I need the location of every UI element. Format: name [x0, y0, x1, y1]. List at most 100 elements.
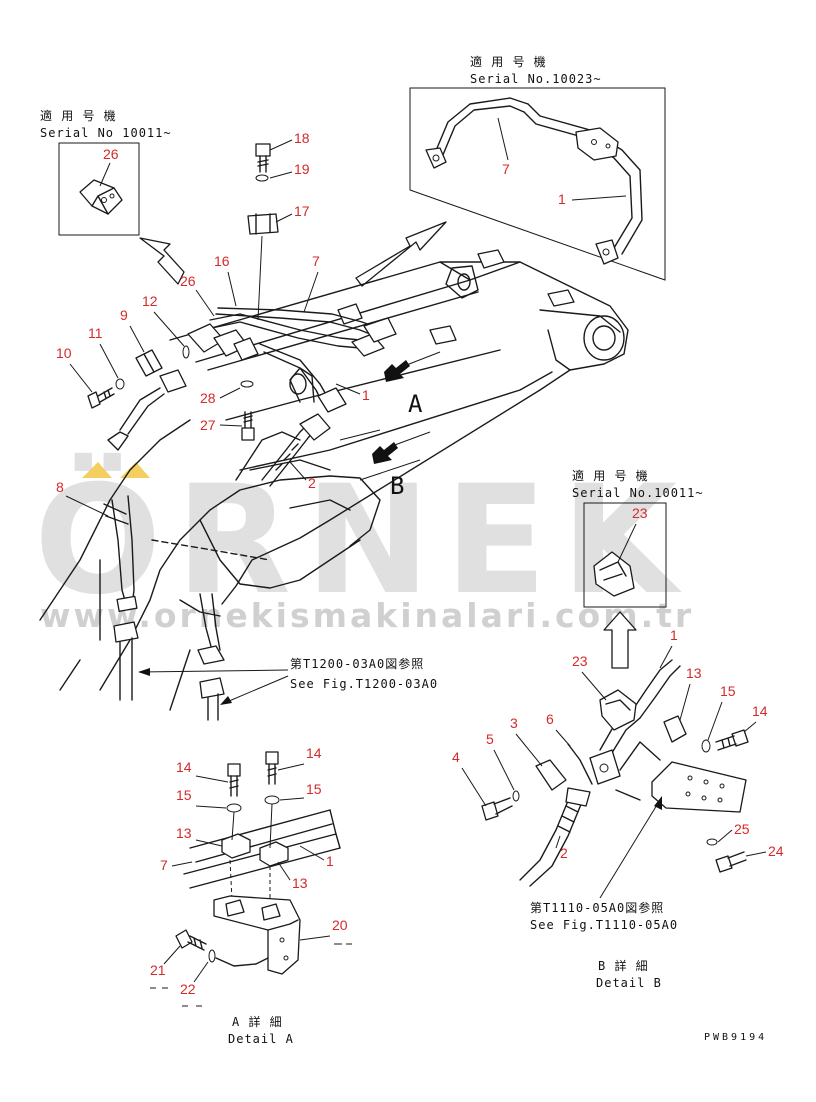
b-ring-6: [567, 743, 593, 785]
bracket-23-drawing: [593, 551, 635, 597]
boom-outline: [169, 261, 629, 605]
b-callout-14: 14: [752, 703, 768, 719]
detail-a: 14 14 15 15 13 13 7 1 20 21 22 A 詳 細 Det…: [150, 745, 352, 1046]
callout-2-main: 2: [308, 475, 316, 491]
callout-23-box: 23: [632, 505, 648, 521]
pipe-1-main: [209, 313, 361, 349]
washer-19: [255, 174, 269, 182]
reference-t1200: 第T1200-03A0図参照 See Fig.T1200-03A0: [138, 656, 438, 705]
b-bolt-4: [481, 801, 499, 821]
a-callout-15-right: 15: [306, 781, 322, 797]
serial-box-top-right: [409, 87, 666, 281]
serial-note-top-right: 適 用 号 機 Serial No.10023~ 7 1: [409, 54, 666, 281]
callout-1-top: 1: [558, 191, 566, 207]
drawing-code: PWB9194: [704, 1032, 767, 1043]
b-callout-2: 2: [560, 845, 568, 861]
view-arrow-b: [372, 442, 398, 464]
serial-note-top-left-serial: Serial No 10011~: [40, 126, 172, 140]
b-callout-1: 1: [670, 627, 678, 643]
b-callout-4: 4: [452, 749, 460, 765]
callout-10: 10: [56, 345, 72, 361]
detail-a-label-jp: A 詳 細: [232, 1014, 283, 1029]
callout-7-main: 7: [312, 253, 320, 269]
b-callout-23: 23: [572, 653, 588, 669]
detail-b-label-jp: B 詳 細: [598, 958, 649, 973]
detail-a-label-en: Detail A: [228, 1032, 294, 1046]
reference-t1110-en: See Fig.T1110-05A0: [530, 918, 678, 932]
a-callout-13-right: 13: [292, 875, 308, 891]
b-bolt-14: [731, 729, 749, 747]
arrow-to-serial-box-mid: [603, 611, 637, 669]
pipe-7-drawing: [431, 97, 529, 163]
clamp-17-drawing: [247, 213, 279, 235]
callout-19: 19: [294, 161, 310, 177]
a-callout-14-right: 14: [306, 745, 322, 761]
callout-16: 16: [214, 253, 230, 269]
callout-1-main: 1: [362, 387, 370, 403]
callout-12: 12: [142, 293, 158, 309]
callout-26-main: 26: [180, 273, 196, 289]
serial-note-top-left-jp: 適 用 号 機: [40, 108, 117, 123]
b-callout-15: 15: [720, 683, 736, 699]
a-callout-13-left: 13: [176, 825, 192, 841]
reference-t1200-en: See Fig.T1200-03A0: [290, 677, 438, 691]
view-label-a: A: [408, 390, 423, 418]
a-callout-14-left: 14: [176, 759, 192, 775]
reference-t1110-jp: 第T1110-05A0図参照: [530, 900, 664, 915]
b-clamp-23: [599, 689, 637, 731]
detail-b: 1 13 23 15 14 3 6 5 4 2 25 24 第T1110-05A…: [452, 627, 784, 990]
b-callout-3: 3: [510, 715, 518, 731]
b-callout-13: 13: [686, 665, 702, 681]
watermark-accent-mark: [82, 462, 112, 478]
a-bolt-14-left: [227, 763, 241, 777]
a-callout-1: 1: [326, 853, 334, 869]
a-bolt-21: [175, 929, 193, 949]
callout-26-box: 26: [103, 146, 119, 162]
watermark-brand: ÖRNEK: [34, 452, 691, 628]
a-callout-15-left: 15: [176, 787, 192, 803]
boom-assembly: A B 18 19 17 16 7 26 12 9 11 10 28 27 1 …: [39, 130, 629, 721]
serial-note-mid-right-serial: Serial No.10011~: [572, 486, 704, 500]
a-callout-20: 20: [332, 917, 348, 933]
bolt-18: [255, 143, 271, 157]
bracket-26-drawing: [79, 179, 123, 215]
b-block-3: [535, 759, 567, 791]
b-bracket-plate: [651, 761, 747, 813]
view-label-b: B: [390, 472, 404, 500]
serial-box-mid-right: [583, 502, 667, 608]
serial-note-top-left: 適 用 号 機 Serial No 10011~ 26: [40, 108, 172, 236]
b-hose-2: [519, 795, 583, 887]
view-arrow-a: [384, 360, 410, 382]
b-clamp-13: [663, 715, 687, 743]
callout-28: 28: [200, 390, 216, 406]
callout-11: 11: [88, 325, 103, 341]
arrow-to-serial-box-right: [355, 221, 447, 287]
arrow-to-serial-box-left: [139, 237, 185, 285]
callout-7-top: 7: [502, 161, 510, 177]
b-callout-25: 25: [734, 821, 750, 837]
b-callout-6: 6: [546, 711, 554, 727]
washer-11: [115, 378, 125, 390]
b-callout-24: 24: [768, 843, 784, 859]
b-callout-5: 5: [486, 731, 494, 747]
watermark-url: www.ornekismakinalari.com.tr: [40, 596, 694, 635]
washer-28: [240, 380, 254, 388]
serial-note-top-right-serial: Serial No.10023~: [470, 72, 602, 86]
bolt-10: [87, 391, 101, 409]
callout-27: 27: [200, 417, 216, 433]
detail-b-label-en: Detail B: [596, 976, 662, 990]
serial-box-top-left: [58, 142, 140, 236]
b-pipe-1: [629, 659, 681, 719]
a-callout-7: 7: [160, 857, 168, 873]
callout-17: 17: [294, 203, 310, 219]
serial-note-mid-right: 適 用 号 機 Serial No.10011~ 23: [572, 468, 704, 608]
serial-note-top-right-jp: 適 用 号 機: [470, 54, 547, 69]
callout-18: 18: [294, 130, 310, 146]
a-bolt-14-right: [265, 751, 279, 765]
b-bolt-24: [715, 855, 733, 873]
callout-8: 8: [56, 479, 64, 495]
bolt-27: [241, 427, 255, 441]
a-callout-22: 22: [180, 981, 196, 997]
